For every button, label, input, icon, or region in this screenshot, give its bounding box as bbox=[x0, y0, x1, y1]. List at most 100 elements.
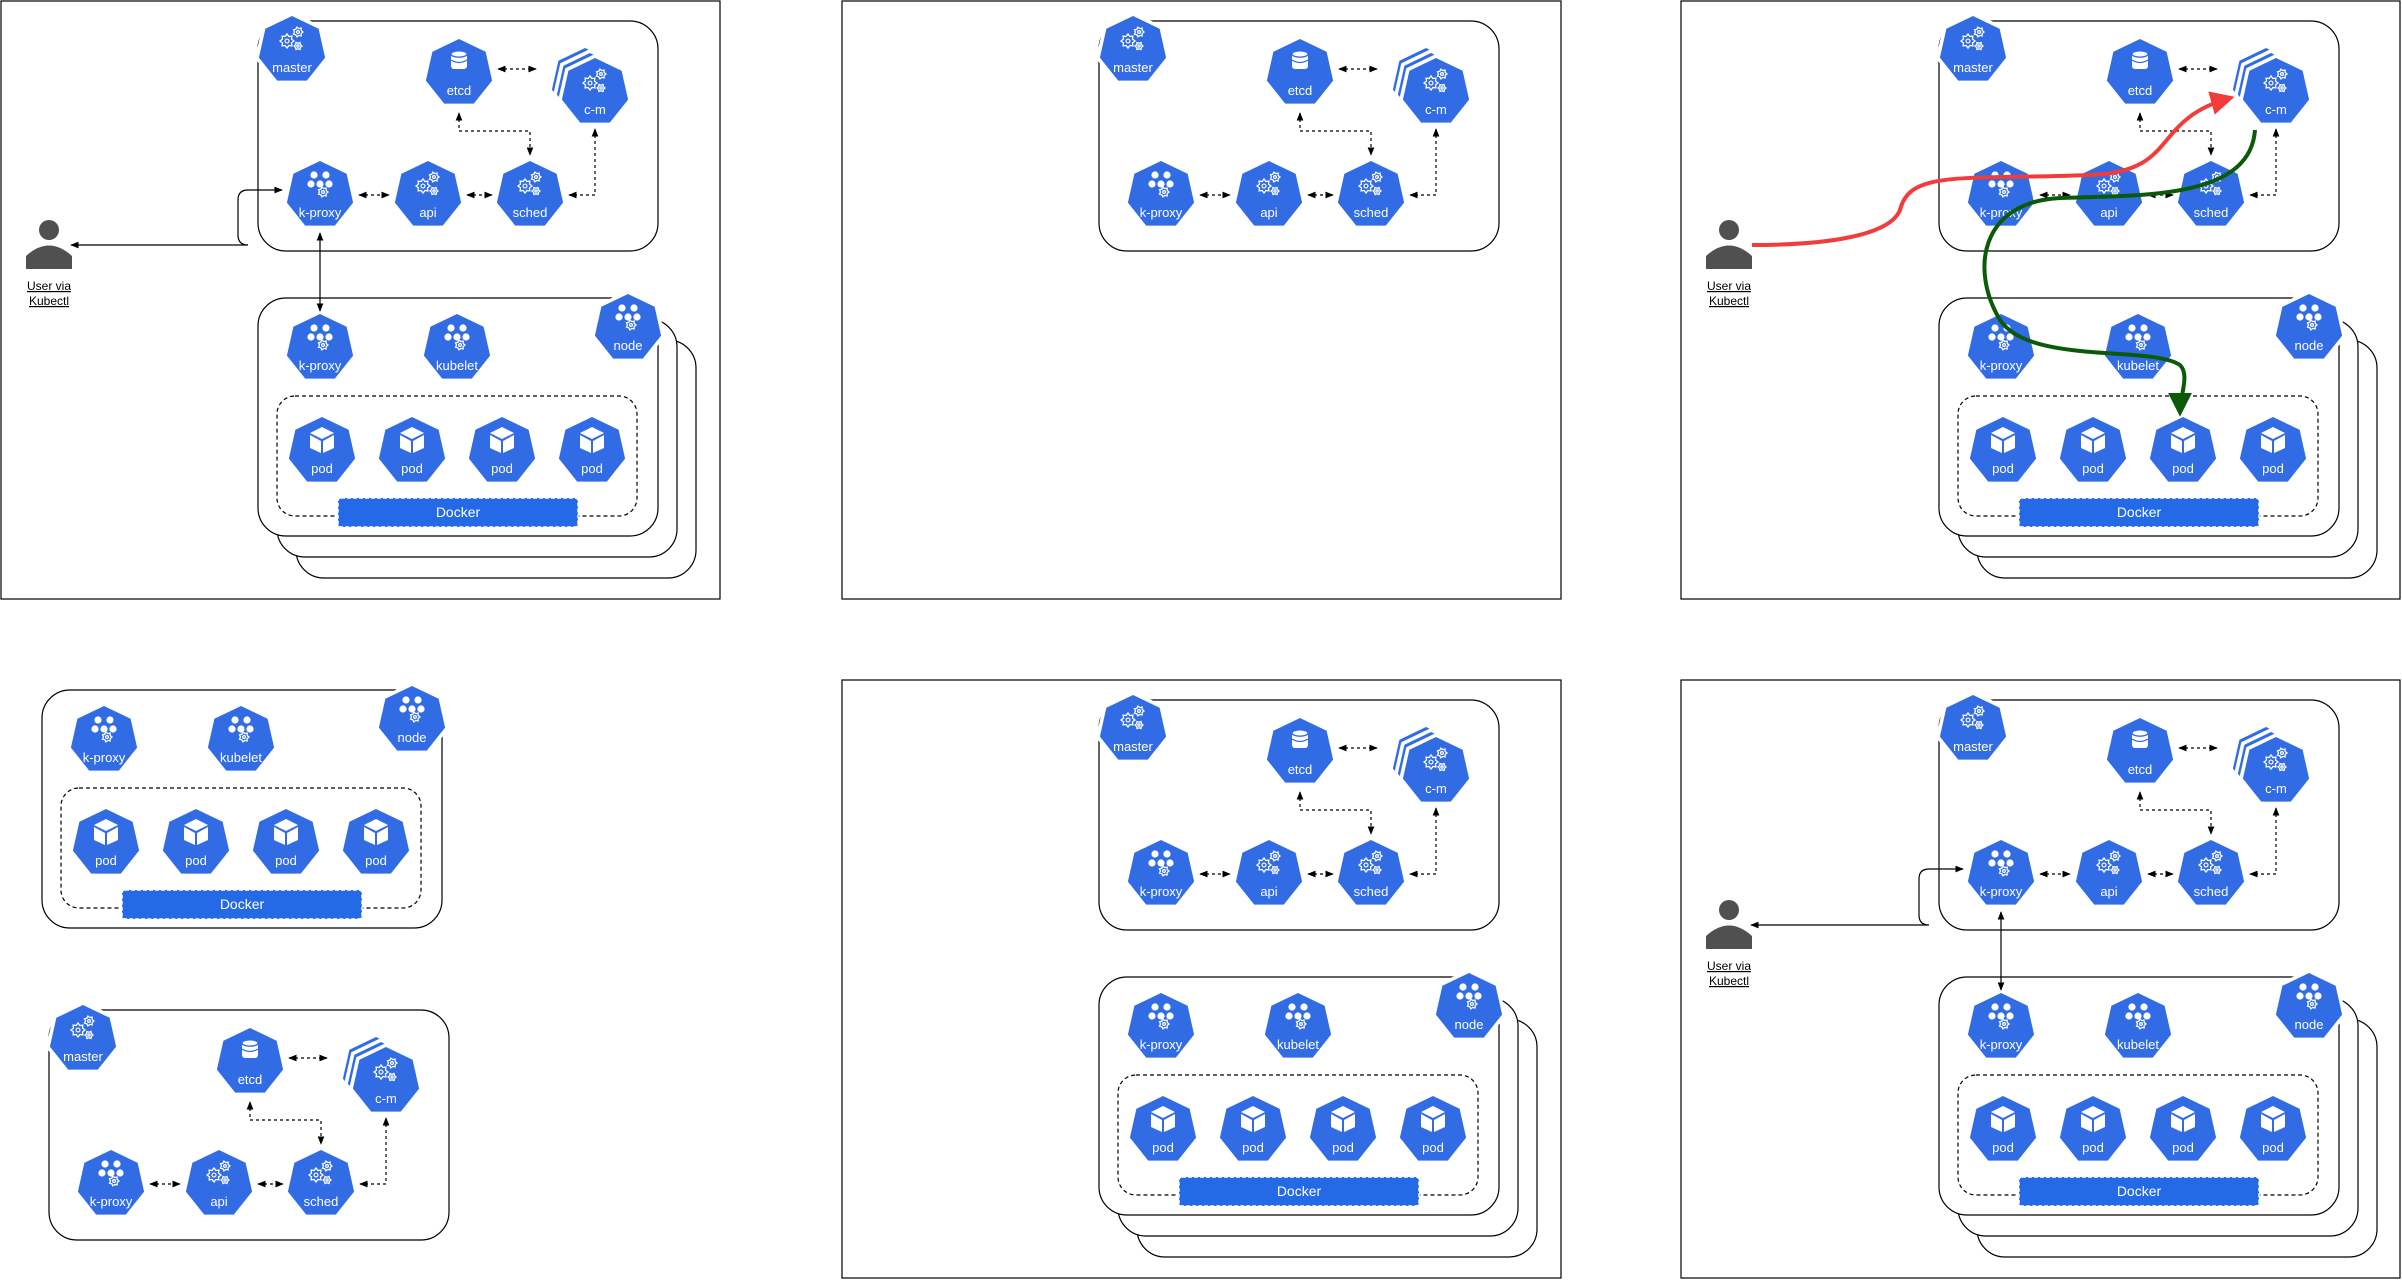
pod-2-label: pod bbox=[401, 461, 423, 476]
master-label: master bbox=[1113, 739, 1153, 754]
user-kproxy-link bbox=[1750, 865, 1964, 929]
docker-label: Docker bbox=[220, 896, 265, 912]
cm-sched-link bbox=[1409, 807, 1440, 878]
panel-frame-6 bbox=[1680, 679, 2401, 1279]
sched-icon: sched bbox=[1334, 836, 1408, 909]
worker-k-proxy-icon: k-proxy bbox=[1124, 989, 1198, 1062]
sched-label: sched bbox=[1354, 884, 1389, 899]
docker-label: Docker bbox=[436, 504, 481, 520]
worker-k-proxy-label: k-proxy bbox=[1980, 358, 2023, 373]
node-label: node bbox=[2295, 1017, 2324, 1032]
pod-4-icon: pod bbox=[1396, 1092, 1470, 1165]
node-label: node bbox=[1455, 1017, 1484, 1032]
api-label: api bbox=[2100, 884, 2117, 899]
etcd-label: etcd bbox=[2128, 83, 2153, 98]
docker-bar: Docker bbox=[2018, 1176, 2260, 1207]
etcd-sched-link bbox=[455, 112, 534, 156]
sched-icon: sched bbox=[284, 1146, 358, 1219]
master-k-proxy-label: k-proxy bbox=[299, 205, 342, 220]
sched-icon: sched bbox=[1334, 157, 1408, 230]
master-k-proxy-icon: k-proxy bbox=[1964, 836, 2038, 909]
pod-4-icon: pod bbox=[339, 805, 413, 878]
etcd-label: etcd bbox=[238, 1072, 263, 1087]
etcd-sched-link bbox=[246, 1101, 325, 1145]
master-label: master bbox=[63, 1049, 103, 1064]
controller-manager-label: c-m bbox=[2265, 781, 2287, 796]
pod-1-label: pod bbox=[311, 461, 333, 476]
pod-2-icon: pod bbox=[2056, 1092, 2130, 1165]
pod-1-label: pod bbox=[1152, 1140, 1174, 1155]
user-label-line2: Kubectl bbox=[1709, 294, 1749, 308]
pod-2-label: pod bbox=[1242, 1140, 1264, 1155]
worker-k-proxy-icon: k-proxy bbox=[1964, 989, 2038, 1062]
etcd-label: etcd bbox=[1288, 762, 1313, 777]
pod-3-icon: pod bbox=[249, 805, 323, 878]
pod-2-icon: pod bbox=[159, 805, 233, 878]
pod-4-label: pod bbox=[581, 461, 603, 476]
docker-label: Docker bbox=[2117, 504, 2162, 520]
controller-manager-icon: c-m bbox=[558, 54, 632, 127]
pod-1-label: pod bbox=[1992, 461, 2014, 476]
controller-manager-label: c-m bbox=[584, 102, 606, 117]
master-k-proxy-label: k-proxy bbox=[1140, 205, 1183, 220]
master-k-proxy-label: k-proxy bbox=[1980, 205, 2023, 220]
pod-2-label: pod bbox=[2082, 1140, 2104, 1155]
api-label: api bbox=[1260, 884, 1277, 899]
api-label: api bbox=[419, 205, 436, 220]
master-k-proxy-label: k-proxy bbox=[1980, 884, 2023, 899]
sched-label: sched bbox=[1354, 205, 1389, 220]
controller-manager-label: c-m bbox=[375, 1091, 397, 1106]
master-icon: master bbox=[1936, 691, 2010, 764]
node-icon: node bbox=[2272, 969, 2346, 1042]
api-icon: api bbox=[182, 1146, 256, 1219]
deploy-path-arrow bbox=[1982, 129, 2257, 417]
worker-k-proxy-icon: k-proxy bbox=[67, 702, 141, 775]
kubelet-label: kubelet bbox=[1277, 1037, 1319, 1052]
cm-sched-link bbox=[1409, 128, 1440, 199]
master-k-proxy-icon: k-proxy bbox=[74, 1146, 148, 1219]
kubelet-icon: kubelet bbox=[204, 702, 278, 775]
master-k-proxy-icon: k-proxy bbox=[1124, 836, 1198, 909]
user-label-line1: User via bbox=[1707, 279, 1751, 293]
pod-3-icon: pod bbox=[465, 413, 539, 486]
etcd-icon: etcd bbox=[2103, 35, 2177, 108]
master-icon: master bbox=[1096, 691, 1170, 764]
cm-sched-link bbox=[2249, 807, 2280, 878]
etcd-icon: etcd bbox=[1263, 714, 1337, 787]
api-label: api bbox=[1260, 205, 1277, 220]
pod-4-icon: pod bbox=[555, 413, 629, 486]
user-label-line1: User via bbox=[1707, 959, 1751, 973]
node-label: node bbox=[2295, 338, 2324, 353]
controller-manager-icon: c-m bbox=[2239, 733, 2313, 806]
api-icon: api bbox=[2072, 836, 2146, 909]
worker-k-proxy-label: k-proxy bbox=[83, 750, 126, 765]
pod-3-label: pod bbox=[491, 461, 513, 476]
pod-4-label: pod bbox=[2262, 1140, 2284, 1155]
docker-bar: Docker bbox=[1178, 1176, 1420, 1207]
kubelet-icon: kubelet bbox=[2101, 989, 2175, 1062]
worker-k-proxy-label: k-proxy bbox=[1140, 1037, 1183, 1052]
panel-frame-5 bbox=[841, 679, 1562, 1279]
etcd-sched-link bbox=[1296, 112, 1375, 156]
master-k-proxy-icon: k-proxy bbox=[283, 157, 357, 230]
user-kproxy-link bbox=[70, 186, 283, 249]
pod-4-icon: pod bbox=[2236, 413, 2310, 486]
sched-label: sched bbox=[2194, 884, 2229, 899]
controller-manager-icon: c-m bbox=[2239, 54, 2313, 127]
worker-box bbox=[1938, 976, 2340, 1216]
pod-1-label: pod bbox=[1992, 1140, 2014, 1155]
master-label: master bbox=[1953, 739, 1993, 754]
pod-4-icon: pod bbox=[2236, 1092, 2310, 1165]
etcd-sched-link bbox=[2136, 112, 2215, 156]
pod-3-icon: pod bbox=[1306, 1092, 1380, 1165]
controller-manager-icon: c-m bbox=[1399, 733, 1473, 806]
node-icon: node bbox=[1432, 969, 1506, 1042]
docker-bar: Docker bbox=[2018, 497, 2260, 528]
master-k-proxy-label: k-proxy bbox=[1140, 884, 1183, 899]
node-icon: node bbox=[375, 682, 449, 755]
pod-3-icon: pod bbox=[2146, 413, 2220, 486]
panel-frame-3 bbox=[1680, 0, 2401, 600]
kubelet-label: kubelet bbox=[2117, 358, 2159, 373]
pod-3-label: pod bbox=[2172, 461, 2194, 476]
